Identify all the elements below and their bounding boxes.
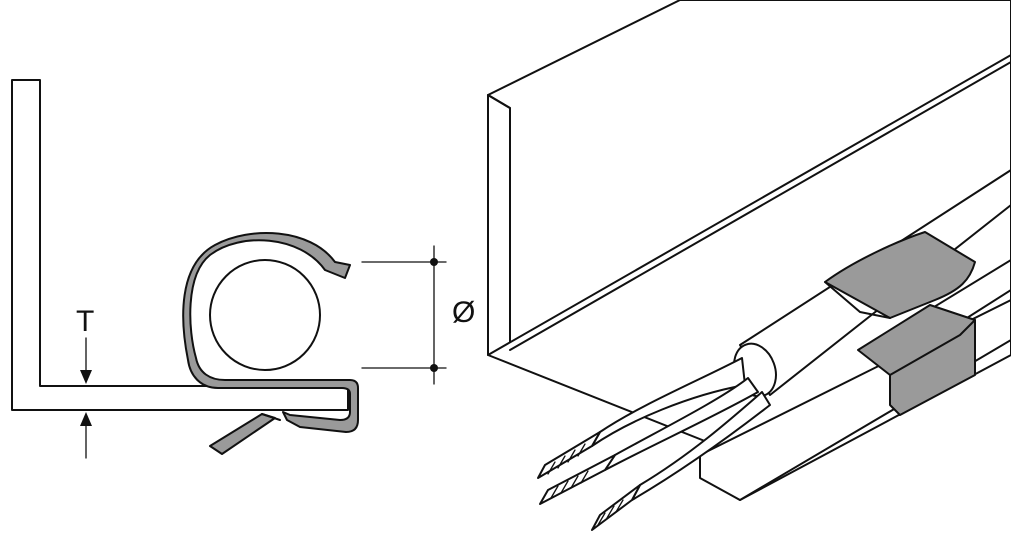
conductor-hatch-2 <box>550 470 589 499</box>
section-view: T Ø <box>11 79 475 459</box>
cable-circle <box>209 259 321 371</box>
arrow-icon <box>80 370 92 384</box>
arrow-icon <box>80 412 92 426</box>
diameter-label: Ø <box>452 296 475 329</box>
cable-clip-section <box>182 231 359 433</box>
clip-band <box>824 231 976 319</box>
wire-end-1 <box>537 431 601 479</box>
conductor-hatch-3 <box>597 499 624 526</box>
clip-block-face <box>889 319 976 376</box>
diameter-dot-bottom <box>430 364 438 372</box>
angle-flange-inner <box>509 61 1011 351</box>
clip-band-edge <box>824 281 891 319</box>
conductor-hatch-1 <box>547 443 586 475</box>
wire-end-2 <box>539 454 616 505</box>
thickness-label: T <box>76 305 94 338</box>
angle-wall-edge <box>487 94 511 356</box>
angle-wall-top <box>487 94 511 109</box>
wire-end-3 <box>591 484 641 531</box>
diameter-dot-top <box>430 258 438 266</box>
clip-barb-tip <box>261 413 281 421</box>
cable-bundle <box>537 357 771 531</box>
perspective-view <box>487 0 1011 531</box>
clip-barb <box>209 413 276 455</box>
